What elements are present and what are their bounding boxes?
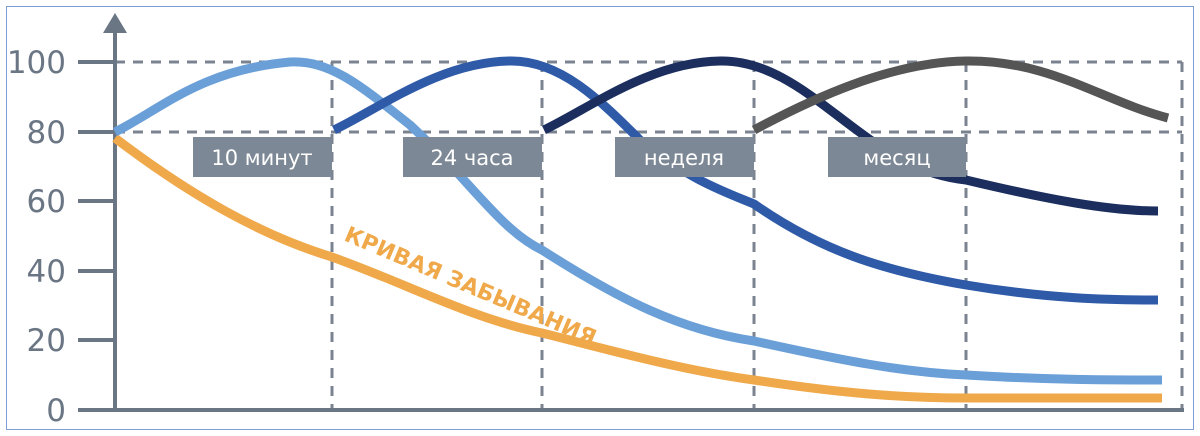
y-tick-label: 80 xyxy=(27,115,66,151)
review-4-curve-line xyxy=(751,56,1170,134)
y-tick-label: 60 xyxy=(27,184,66,220)
review-label-24-hours: 24 часа xyxy=(403,137,542,177)
review-2-curve-line xyxy=(332,56,1159,305)
forgetting-curve-label: КРИВАЯ ЗАБЫВАНИЯ xyxy=(341,223,600,352)
forgetting-curve-line xyxy=(112,134,1162,403)
y-tick-labels: 100 80 60 40 20 0 xyxy=(7,45,66,429)
y-tick-label: 40 xyxy=(27,254,66,290)
y-tick-label: 0 xyxy=(46,393,66,429)
svg-text:месяц: месяц xyxy=(863,146,930,170)
review-label-10-min: 10 минут xyxy=(193,137,332,177)
y-tick-label: 100 xyxy=(7,45,66,81)
review-label-month: месяц xyxy=(828,137,966,177)
y-tick-label: 20 xyxy=(27,323,66,359)
svg-text:неделя: неделя xyxy=(644,146,724,170)
chart-frame xyxy=(6,6,1194,430)
review-1-curve-line xyxy=(113,57,1163,385)
svg-text:24 часа: 24 часа xyxy=(430,146,513,170)
y-axis-arrow-icon xyxy=(103,13,127,33)
axes xyxy=(78,30,1184,412)
review-label-week: неделя xyxy=(615,137,754,177)
svg-text:10 минут: 10 минут xyxy=(211,146,312,170)
review-3-curve-line xyxy=(542,56,1159,216)
